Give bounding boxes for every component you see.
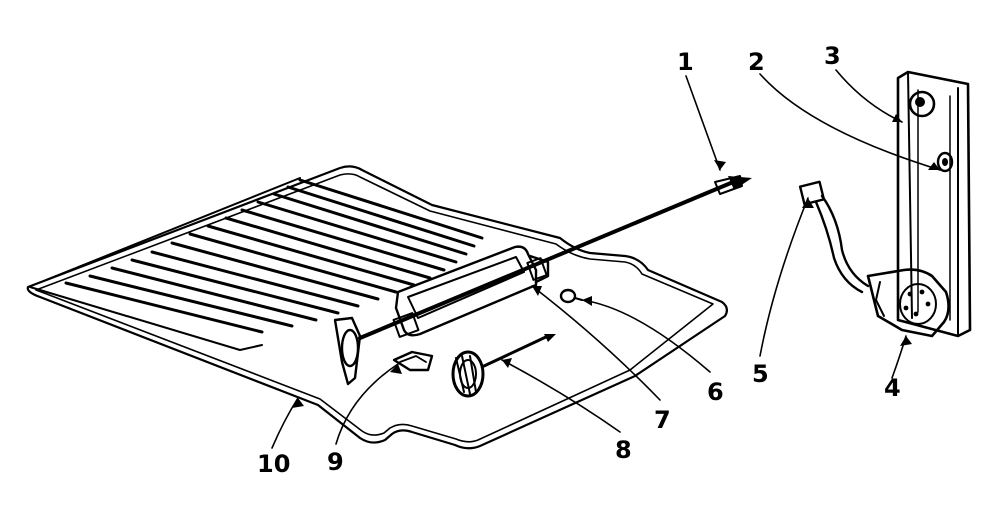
bracket-slot [936, 151, 954, 173]
leader-9 [335, 363, 399, 445]
broil-pan [26, 165, 729, 450]
spit-handle [333, 312, 420, 386]
small-screw [559, 288, 583, 304]
leader-arrowheads [292, 114, 940, 408]
rotisserie-motor [866, 268, 950, 338]
part-labels: 1 2 3 4 5 6 7 8 9 10 [257, 42, 901, 478]
leader-3 [835, 69, 903, 123]
mounting-knob [908, 90, 936, 118]
wire-connector [798, 180, 870, 294]
leader-8 [501, 359, 621, 433]
motor-bracket [896, 70, 972, 338]
spit-fork [451, 334, 556, 398]
spit-frame [394, 245, 550, 337]
spit-rod [358, 175, 752, 340]
label-part-3: 3 [824, 42, 841, 70]
leader-1 [685, 75, 721, 171]
leader-6 [581, 299, 711, 373]
leader-7 [531, 285, 661, 401]
label-part-7: 7 [654, 406, 671, 434]
label-part-2: 2 [748, 48, 765, 76]
label-part-5: 5 [752, 360, 769, 388]
leader-10 [271, 397, 299, 449]
label-part-10: 10 [257, 450, 290, 478]
leader-2 [759, 73, 941, 171]
clip [392, 350, 434, 372]
label-part-4: 4 [884, 374, 901, 402]
label-part-8: 8 [615, 436, 632, 464]
label-part-1: 1 [677, 48, 694, 76]
leader-5 [759, 197, 809, 357]
label-part-9: 9 [327, 448, 344, 476]
leader-lines [271, 69, 941, 449]
label-part-6: 6 [707, 378, 724, 406]
